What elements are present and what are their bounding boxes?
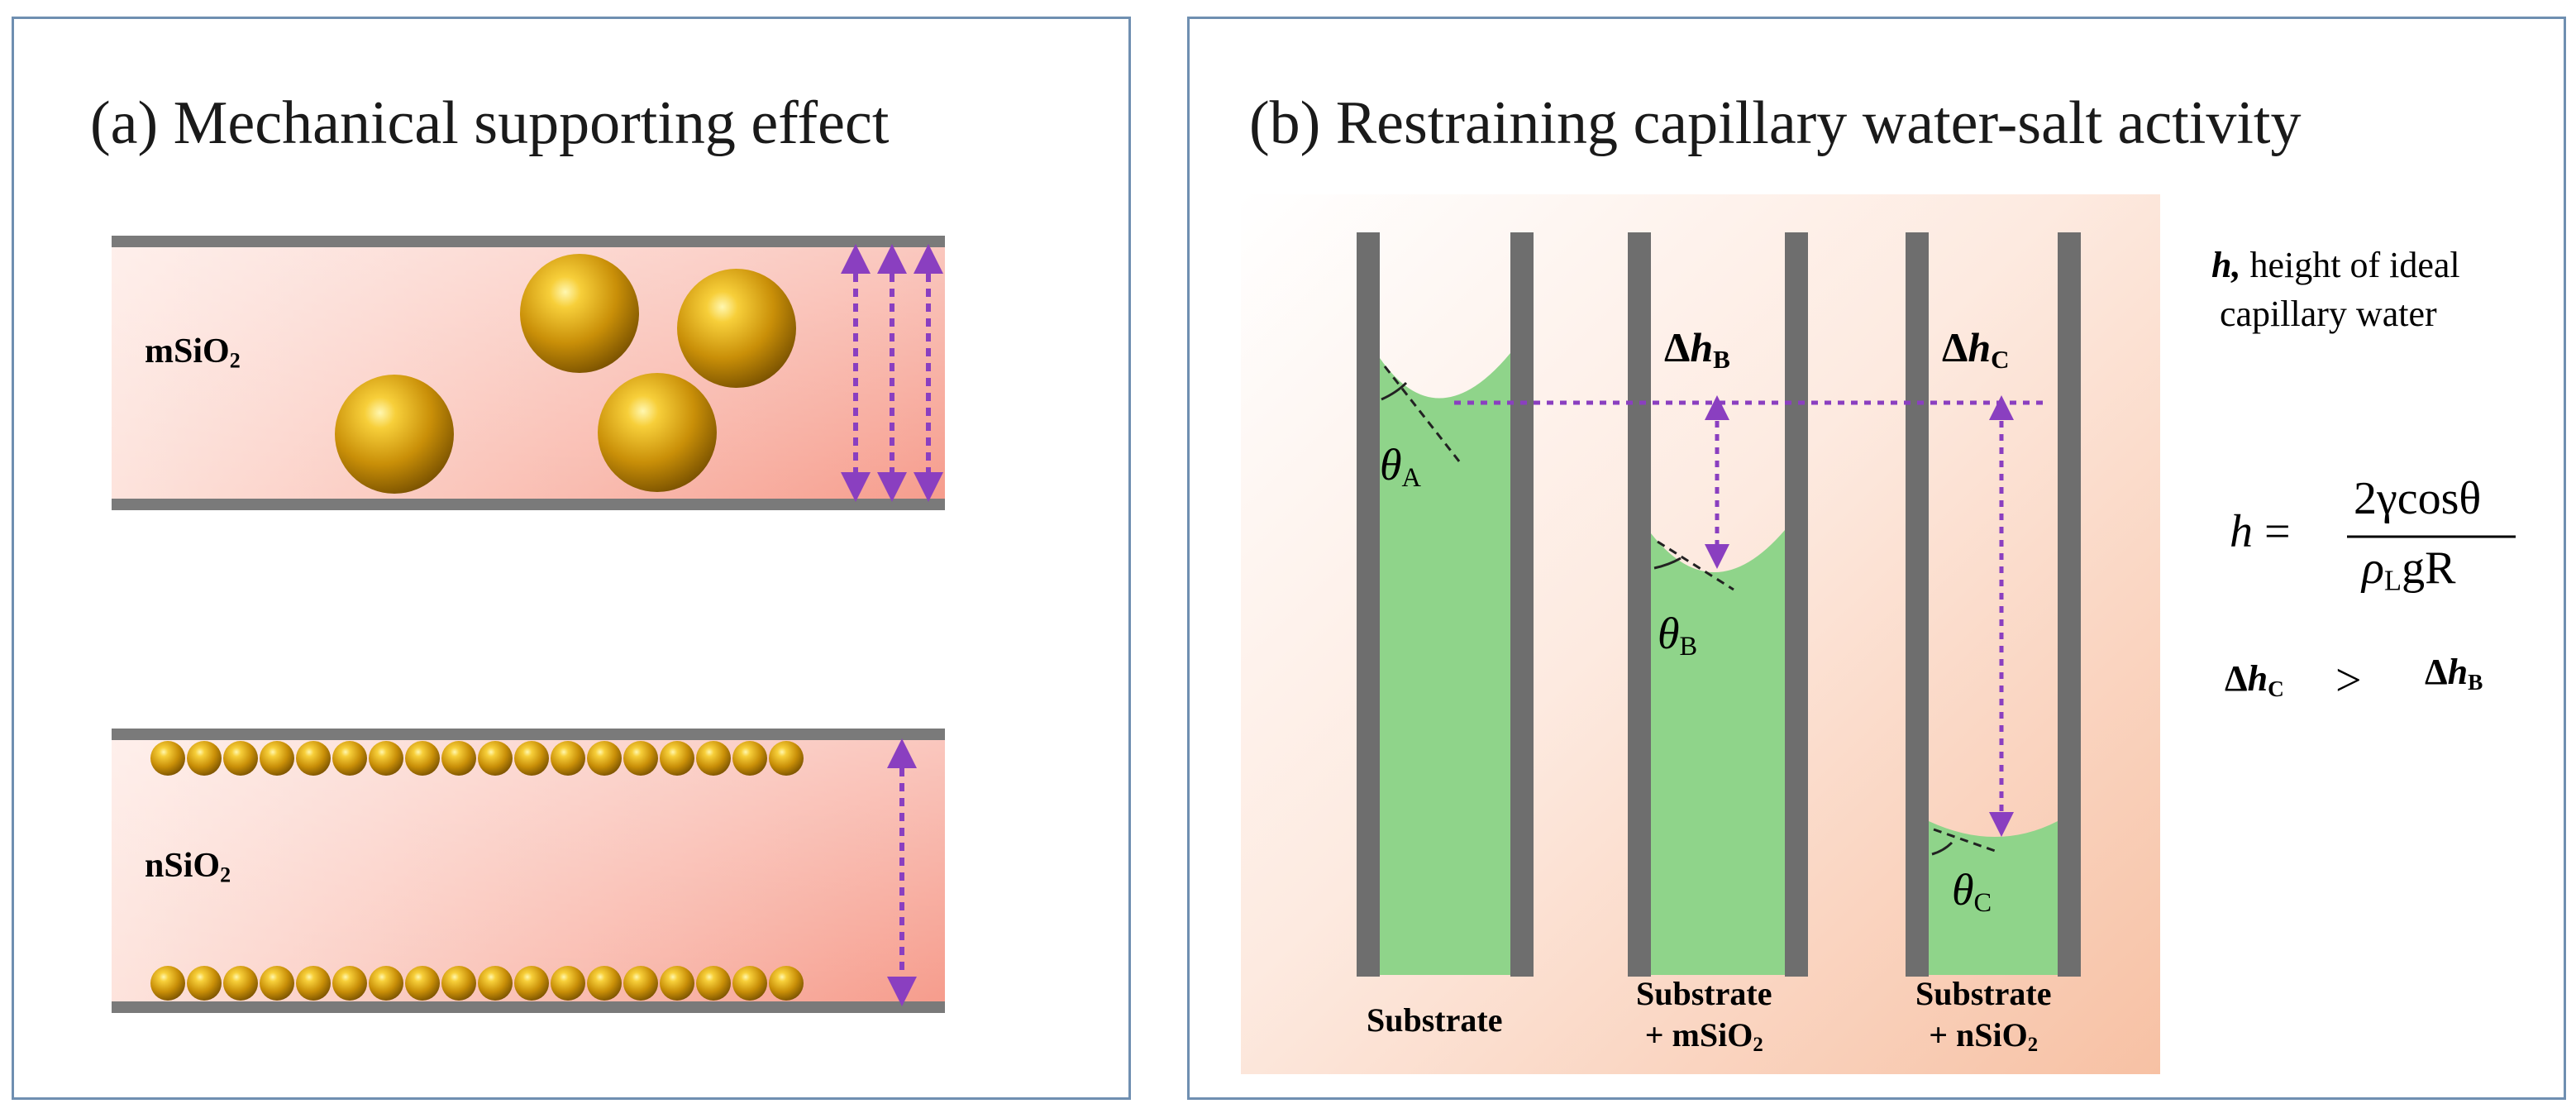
nano-particle: [551, 741, 585, 776]
delta-h-b-label: ΔhB: [1664, 324, 1730, 374]
nano-particle: [223, 966, 258, 1001]
nano-particle: [514, 966, 549, 1001]
micro-sio2-particles: [335, 254, 796, 494]
nano-particle: [150, 741, 185, 776]
nano-particle: [623, 966, 658, 1001]
nano-particle: [332, 741, 367, 776]
nano-particle: [660, 966, 694, 1001]
nano-particle: [223, 741, 258, 776]
nano-sio2-particles-bottom: [150, 966, 804, 1001]
comparison-dh-c: ΔhC: [2225, 658, 2284, 701]
nano-particle: [405, 741, 440, 776]
nano-particle: [587, 966, 622, 1001]
tube-wall: [1357, 232, 1380, 977]
caption-substrate: Substrate: [1367, 1001, 1503, 1039]
contact-angle-marks: [1381, 366, 2001, 856]
msio2-label: mSiO2: [145, 332, 241, 373]
comparison-dh-b: ΔhB: [2425, 652, 2483, 695]
panel-restraining-capillary: (b) Restraining capillary water-salt act…: [1187, 17, 2566, 1100]
caption-substrate-msio2: Substrate + mSiO2: [1636, 975, 1772, 1057]
channel-wall-top: [112, 729, 945, 740]
panel-a-diagram: [112, 236, 945, 1013]
nano-particle: [296, 966, 331, 1001]
theta-c-label: θC: [1952, 865, 1992, 919]
theta-b-label: θB: [1658, 609, 1698, 662]
nano-sio2-particles-top: [150, 741, 804, 776]
equation-lhs: h =: [2230, 506, 2291, 557]
tube-wall: [1628, 232, 1651, 977]
nano-particle: [441, 966, 476, 1001]
nano-particle: [150, 966, 185, 1001]
nano-particle: [551, 966, 585, 1001]
panel-a-title: (a) Mechanical supporting effect: [90, 89, 890, 157]
tube-wall: [1906, 232, 1929, 977]
nano-particle: [187, 741, 222, 776]
nano-particle: [260, 966, 294, 1001]
nano-particle: [369, 966, 403, 1001]
tube-wall: [2058, 232, 2081, 977]
nsio2-label: nSiO2: [145, 847, 231, 887]
panel-mechanical-supporting: (a) Mechanical supporting effect: [12, 17, 1131, 1100]
channel-wall-top: [112, 236, 945, 247]
theta-a-label: θA: [1380, 440, 1421, 494]
caption-substrate-nsio2: Substrate + nSiO2: [1915, 975, 2052, 1057]
msio2-support-arrows: [841, 244, 943, 502]
equation-denominator: ρLgR: [2362, 542, 2456, 597]
nano-particle: [769, 966, 804, 1001]
tube-wall: [1785, 232, 1808, 977]
nano-particle: [260, 741, 294, 776]
capillary-water-substrate: [1380, 353, 1510, 975]
nano-particle: [623, 741, 658, 776]
nano-particle: [696, 741, 731, 776]
nano-particle: [660, 741, 694, 776]
nano-particle: [478, 966, 513, 1001]
nano-particle: [405, 966, 440, 1001]
nano-particle: [441, 741, 476, 776]
channel-wall-bottom: [112, 499, 945, 510]
panel-b-title: (b) Restraining capillary water-salt act…: [1249, 89, 2302, 157]
nano-particle: [769, 741, 804, 776]
capillary-water-nsio2: [1929, 821, 2058, 975]
nano-particle: [732, 966, 767, 1001]
nano-particle: [369, 741, 403, 776]
nano-particle: [587, 741, 622, 776]
nano-particle: [187, 966, 222, 1001]
panel-b-diagram: [1241, 194, 2516, 1074]
nano-particle: [514, 741, 549, 776]
nano-particle: [696, 966, 731, 1001]
nano-particle: [296, 741, 331, 776]
nano-particle: [732, 741, 767, 776]
tube-wall: [1510, 232, 1534, 977]
equation-numerator: 2γcosθ: [2354, 473, 2482, 524]
comparison-greater: >: [2335, 655, 2362, 706]
nano-particle: [478, 741, 513, 776]
h-definition-note: h, height of ideal capillary water: [2211, 245, 2460, 335]
capillary-water-msio2: [1651, 530, 1785, 975]
nano-particle: [332, 966, 367, 1001]
channel-wall-bottom: [112, 1001, 945, 1013]
delta-h-c-label: ΔhC: [1942, 324, 2010, 374]
